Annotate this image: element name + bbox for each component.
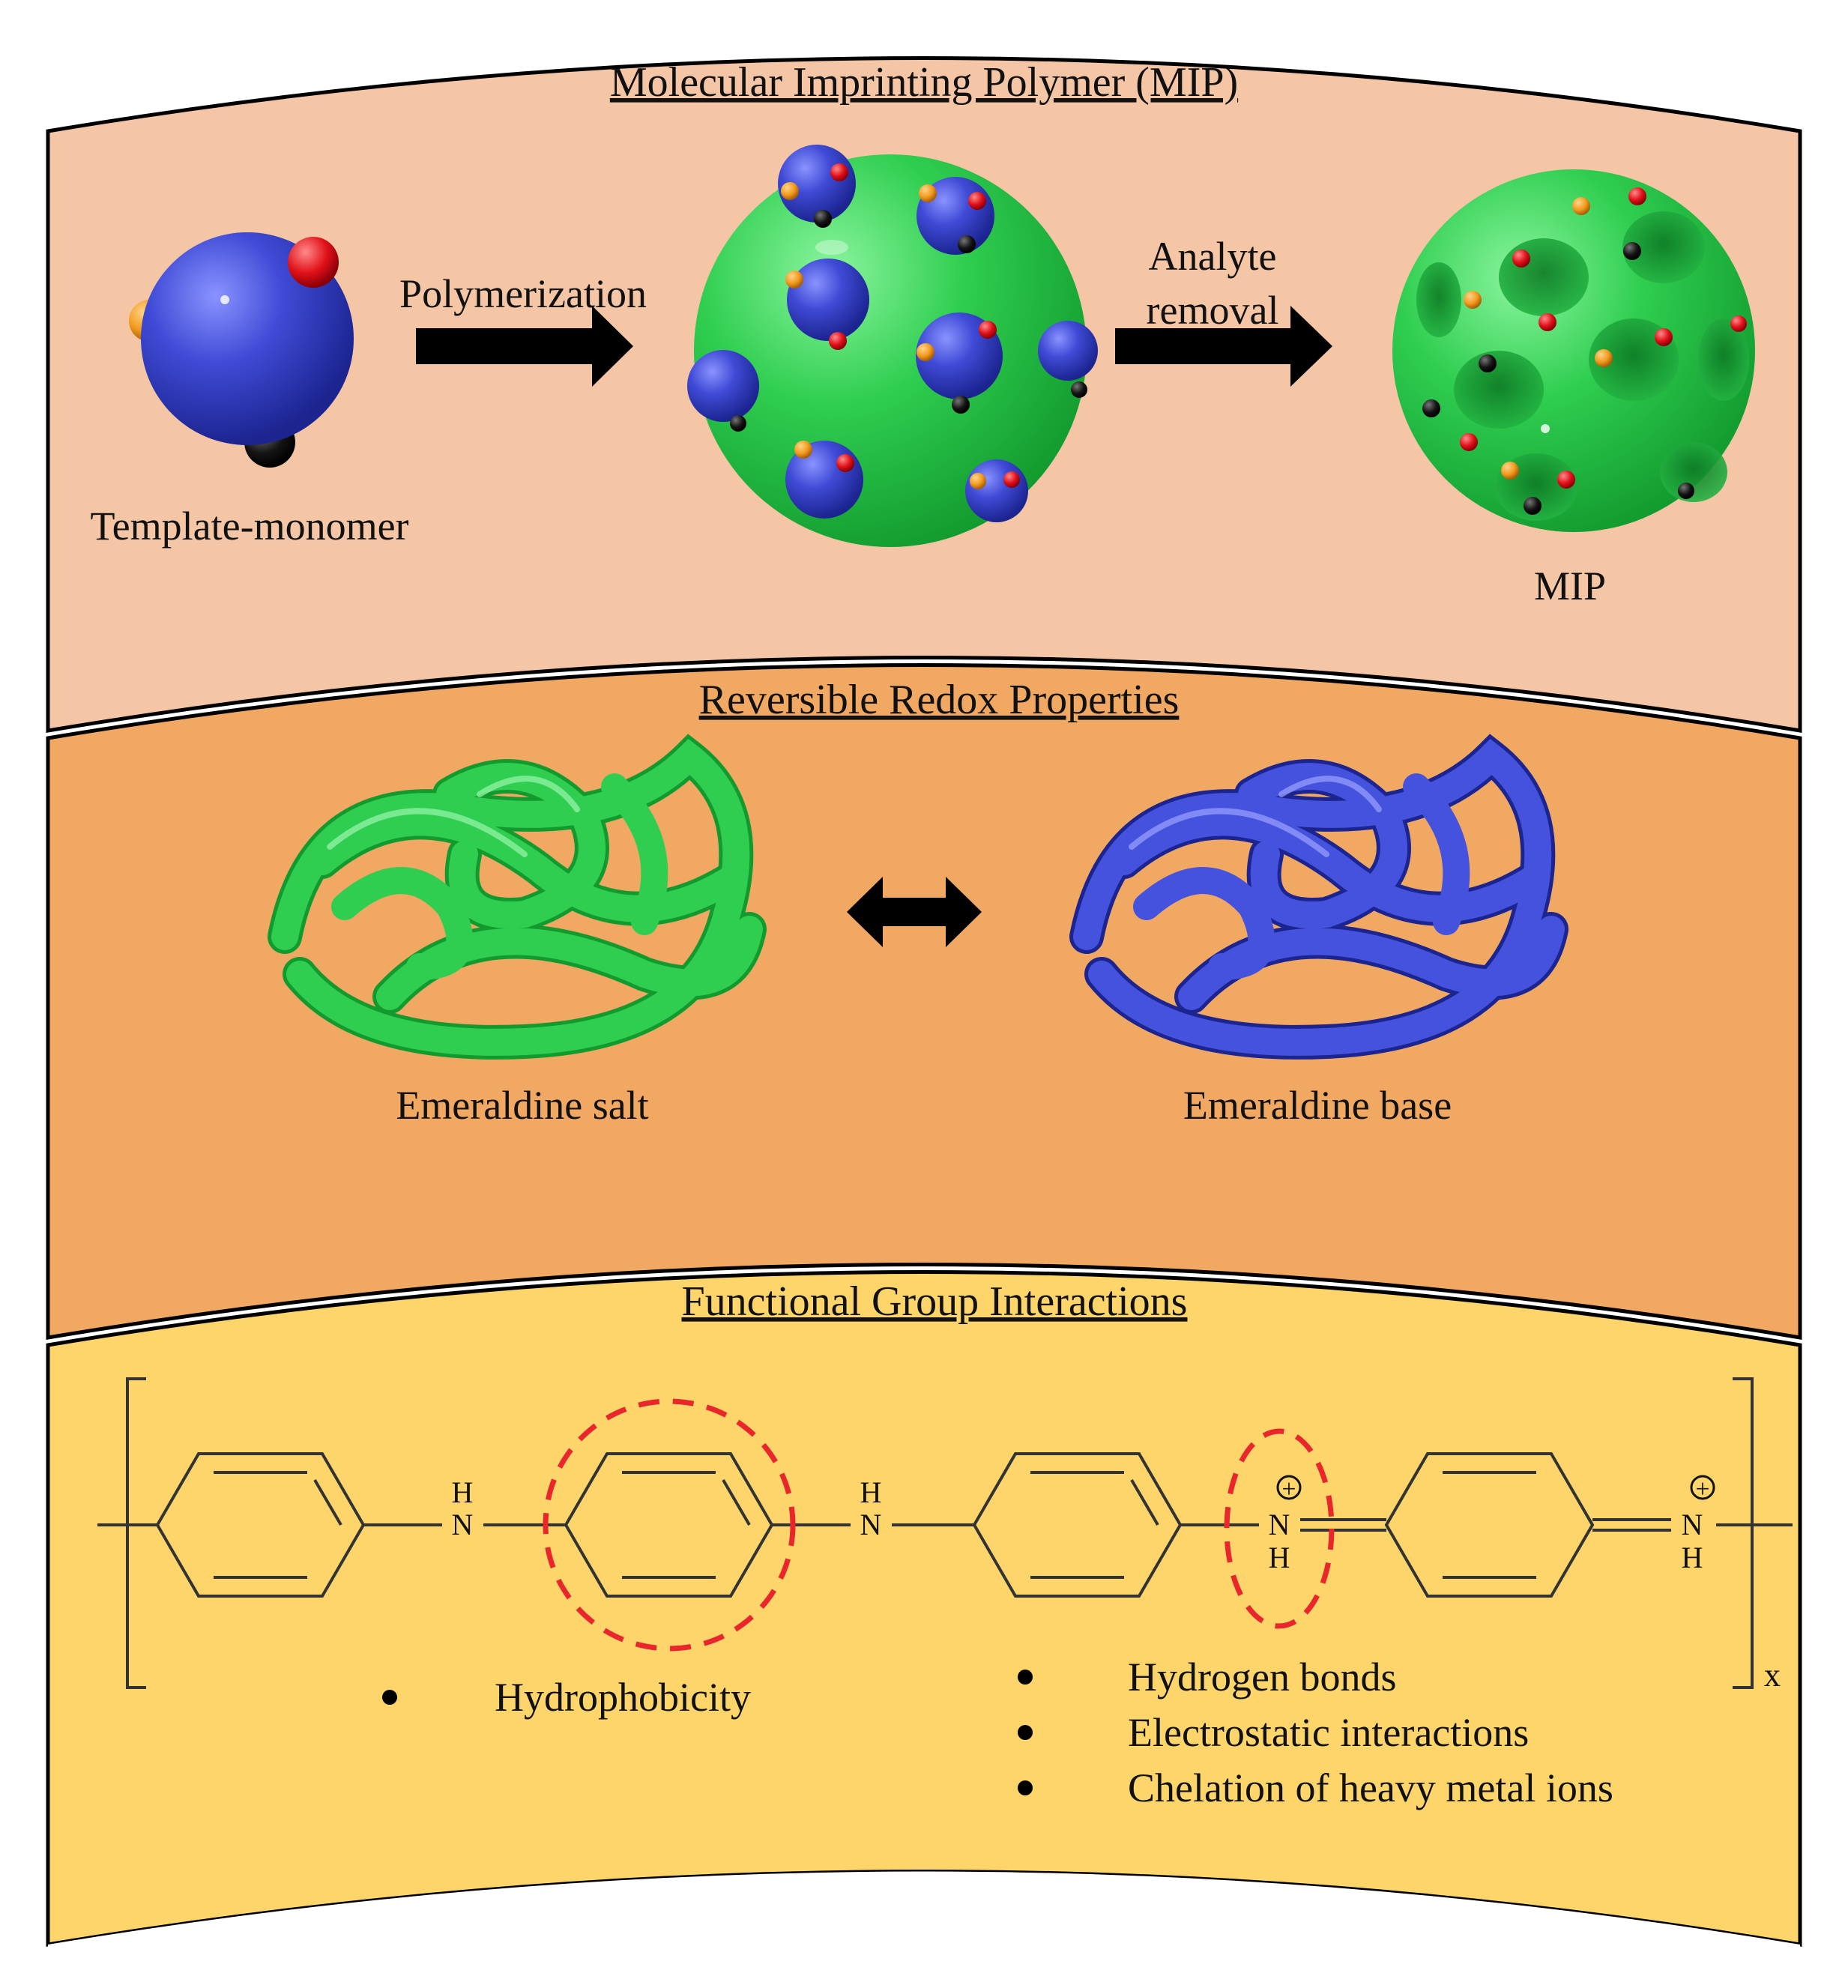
analyte-removal-label-line2: removal (1147, 288, 1279, 333)
amine-h-1: H (452, 1475, 474, 1509)
panel-functional-title: Functional Group Interactions (682, 1278, 1188, 1325)
imine-h-2: H (1682, 1541, 1703, 1574)
template-monomer-illustration (129, 232, 354, 468)
mip-label: MIP (1534, 564, 1606, 608)
polymer-sphere-with-templates (687, 145, 1098, 547)
bullet-dot (1018, 1780, 1033, 1795)
bullet-dot (382, 1690, 397, 1705)
analyte-removal-arrow (1115, 306, 1332, 387)
right-bullet-list: Hydrogen bonds Electrostatic interaction… (1018, 1655, 1613, 1810)
bullet-hydrophobicity: Hydrophobicity (495, 1675, 751, 1720)
template-monomer-label: Template-monomer (90, 504, 408, 549)
left-bullet-list: Hydrophobicity (382, 1675, 751, 1720)
bullet-dot (1018, 1725, 1033, 1740)
polyaniline-structure (97, 1377, 1793, 1689)
structure-atom-labels: N H N H N H N H (452, 1475, 1703, 1574)
repeat-unit-subscript: x (1764, 1657, 1781, 1694)
panel-functional-background (46, 1270, 1802, 1947)
amine-n-2: N (860, 1508, 882, 1541)
charge-1: + (1281, 1475, 1296, 1503)
panel-redox-title: Reversible Redox Properties (699, 677, 1180, 723)
bullet-chelation: Chelation of heavy metal ions (1128, 1765, 1613, 1810)
reversible-double-arrow (847, 877, 982, 947)
positive-charges: + + (1276, 1475, 1715, 1503)
emeraldine-salt-label: Emeraldine salt (396, 1083, 648, 1128)
panel-mip-title: Molecular Imprinting Polymer (MIP) (610, 59, 1238, 106)
imine-n-1: N (1269, 1508, 1290, 1541)
charge-2: + (1695, 1475, 1709, 1503)
hydrophobic-ring-highlight (543, 1398, 796, 1652)
polymerization-label: Polymerization (399, 271, 647, 316)
imine-group-highlight (1224, 1428, 1335, 1629)
emeraldine-base-label: Emeraldine base (1183, 1083, 1452, 1128)
emeraldine-salt-illustration (268, 734, 767, 1060)
amine-h-2: H (860, 1475, 882, 1509)
bullet-hydrogen-bonds: Hydrogen bonds (1128, 1655, 1396, 1700)
panel-functional-bottom-cut (48, 1871, 1800, 1988)
mip-sphere-with-cavities (1392, 169, 1755, 532)
bullet-dot (1018, 1670, 1033, 1685)
amine-n-1: N (452, 1508, 474, 1541)
imine-h-1: H (1269, 1541, 1290, 1574)
bullet-electrostatic: Electrostatic interactions (1128, 1710, 1529, 1755)
polymerization-arrow (416, 306, 633, 387)
imine-n-2: N (1682, 1508, 1703, 1541)
analyte-removal-label-line1: Analyte (1149, 234, 1277, 279)
emeraldine-base-illustration (1069, 734, 1568, 1060)
